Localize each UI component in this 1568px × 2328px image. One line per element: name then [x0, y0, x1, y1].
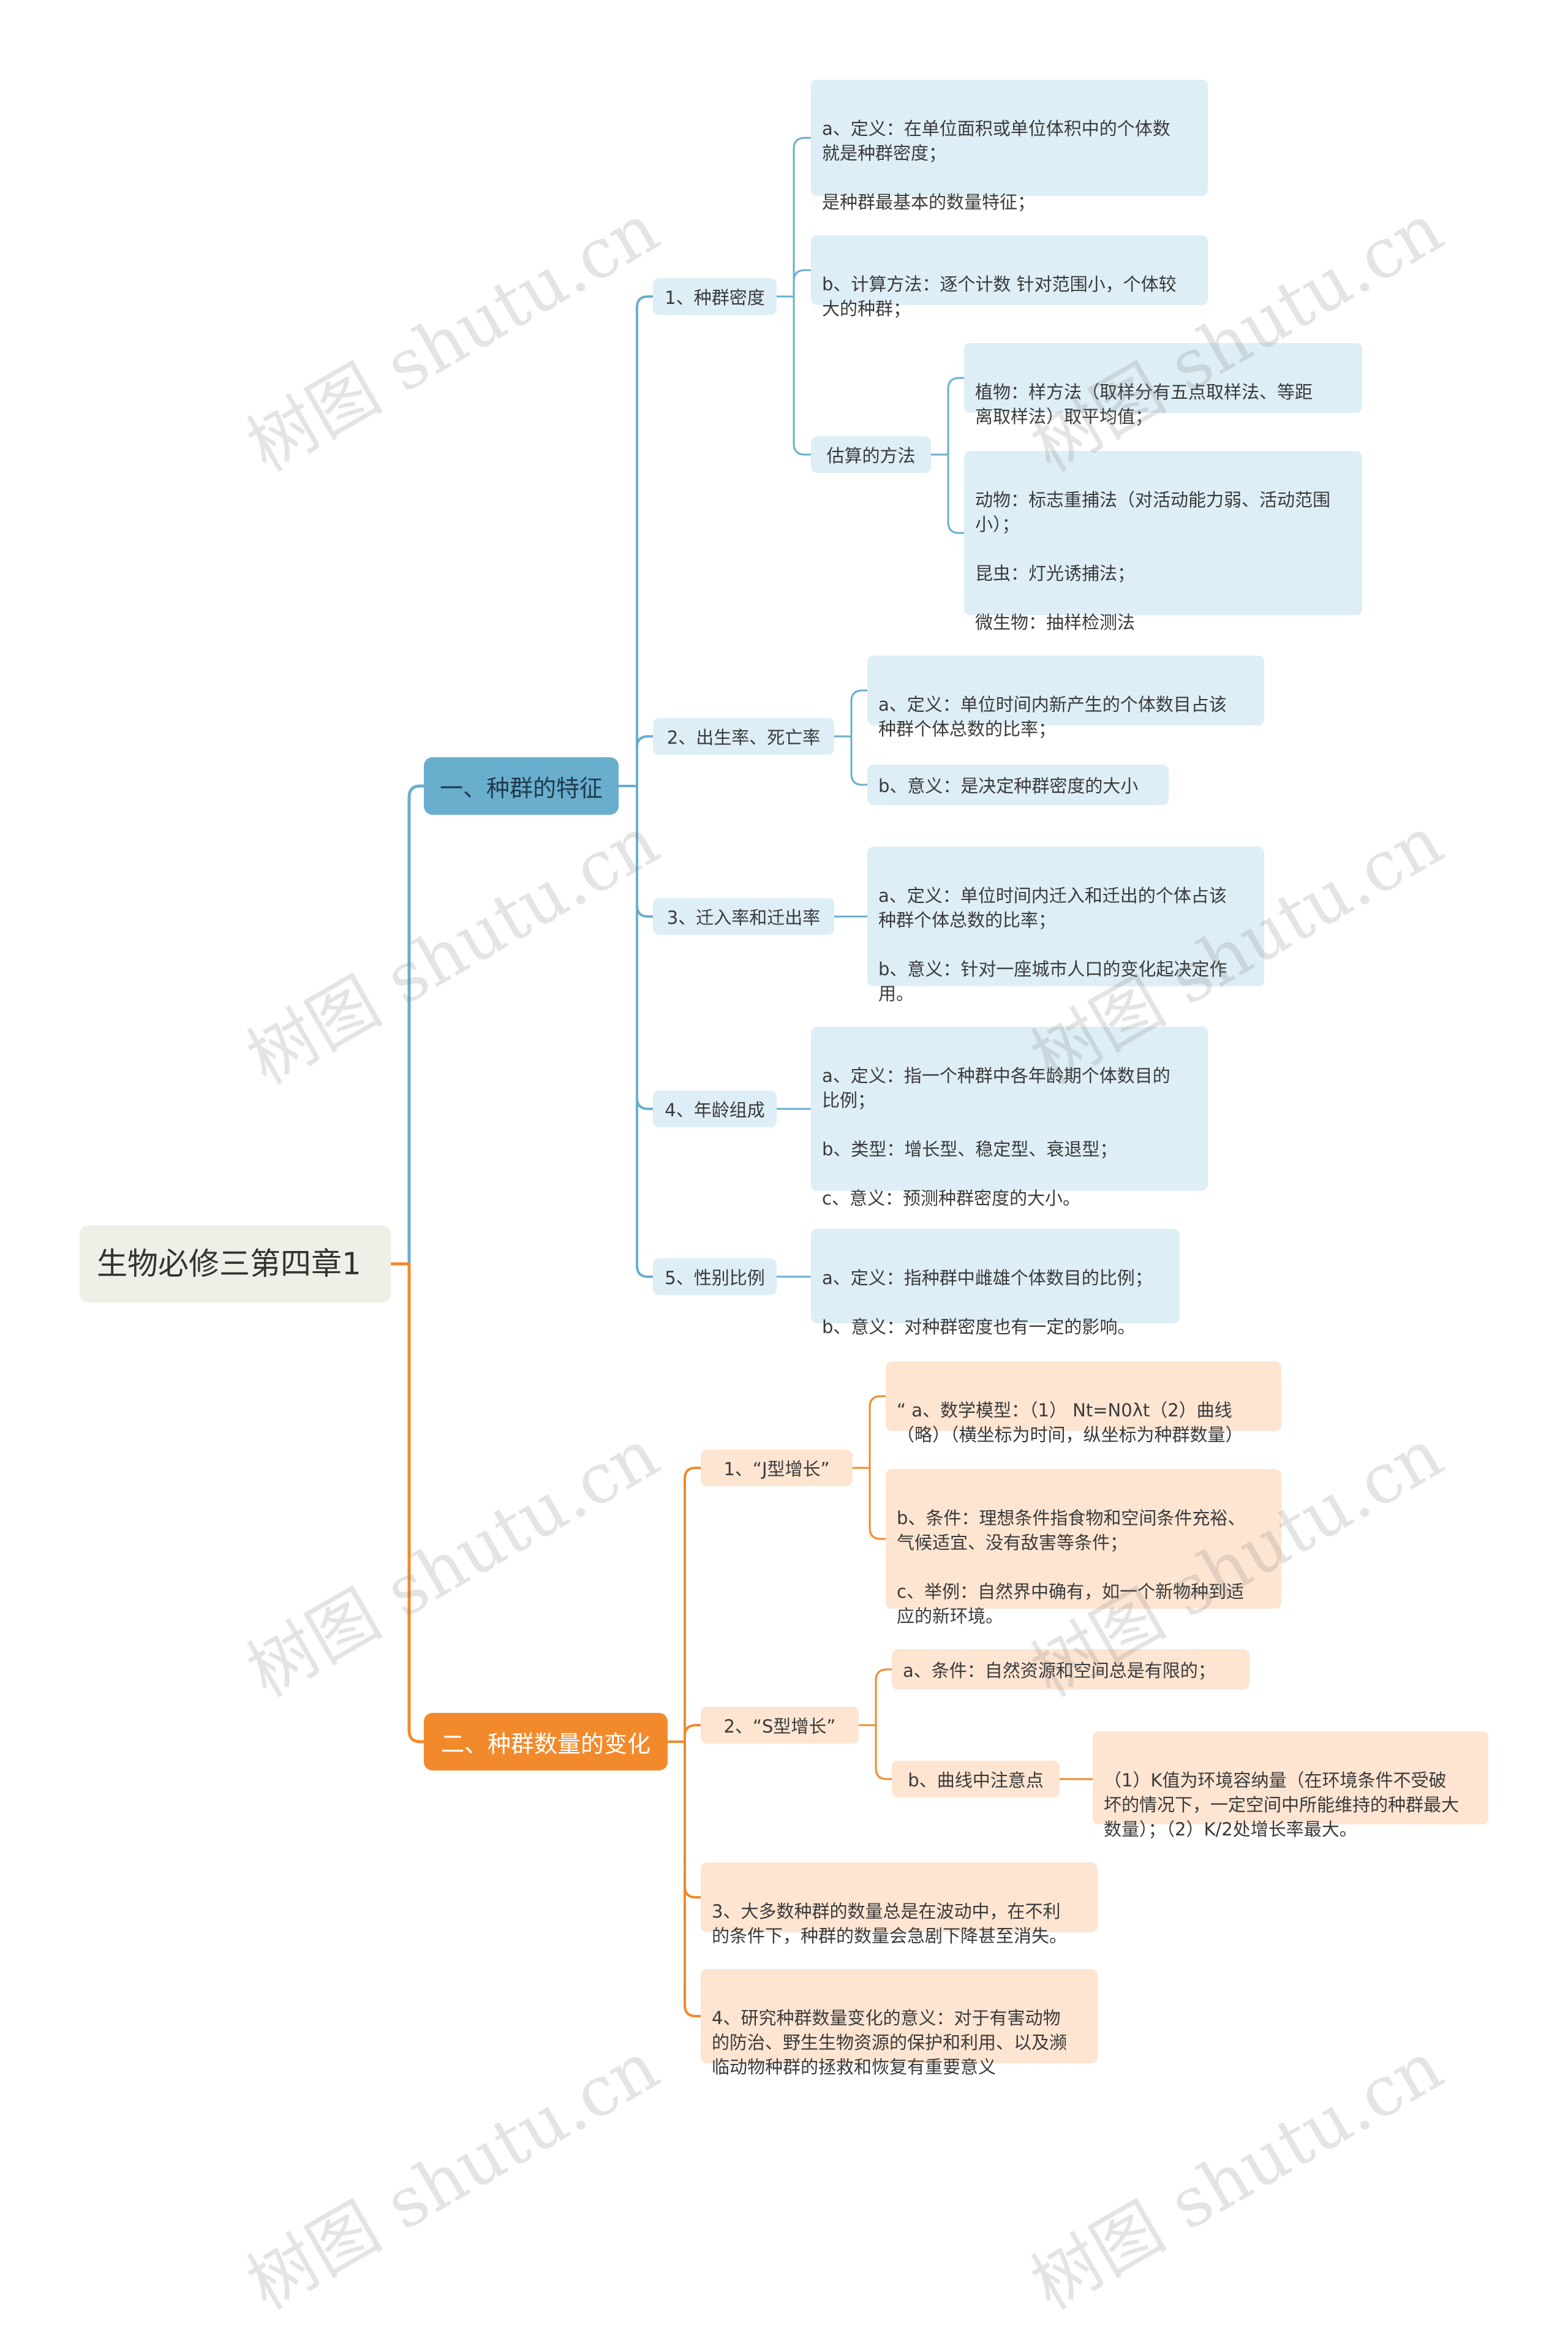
note-text: a、定义：单位时间内新产生的个体数目占该 种群个体总数的比率； — [878, 694, 1227, 739]
topic-s-growth[interactable]: 2、“S型增长” — [701, 1707, 859, 1744]
topic-j-growth[interactable]: 1、“J型增长” — [701, 1449, 853, 1486]
note-j-conditions[interactable]: b、条件：理想条件指食物和空间条件充裕、 气候适宜、没有敌害等条件； c、举例：… — [886, 1469, 1281, 1627]
topic-label: 5、性别比例 — [665, 1268, 765, 1288]
branch-population-characteristics[interactable]: 一、种群的特征 — [424, 757, 619, 815]
root-title: 生物必修三第四章1 — [97, 1245, 361, 1282]
branch-population-change[interactable]: 二、种群数量的变化 — [424, 1713, 668, 1771]
connector — [389, 784, 426, 1266]
topic-label: 1、种群密度 — [665, 287, 765, 308]
note-text: b、条件：理想条件指食物和空间条件充裕、 气候适宜、没有敌害等条件； c、举例：… — [897, 1508, 1246, 1627]
topic-estimation-methods[interactable]: 估算的方法 — [811, 436, 931, 473]
topic-label: 3、迁入率和迁出率 — [666, 907, 821, 928]
topic-migration-rate[interactable]: 3、迁入率和迁出率 — [653, 898, 834, 935]
note-text: 3、大多数种群的数量总是在波动中，在不利 的条件下，种群的数量会急剧下降甚至消失… — [712, 1901, 1068, 1946]
connector — [851, 1395, 887, 1540]
connector — [617, 295, 654, 1278]
note-text: a、条件：自然资源和空间总是有限的； — [903, 1660, 1216, 1681]
note-text: b、计算方法：逐个计数 针对范围小，个体较 大的种群； — [822, 274, 1177, 319]
connector — [930, 377, 965, 534]
topic-label: 估算的方法 — [826, 445, 916, 466]
branch-title: 一、种群的特征 — [439, 774, 603, 802]
note-text: a、定义：指一个种群中各年龄期个体数目的 比例； b、类型：增长型、稳定型、衰退… — [822, 1065, 1170, 1209]
connector — [833, 689, 869, 786]
branch-title: 二、种群数量的变化 — [440, 1730, 650, 1758]
note-animal-methods[interactable]: 动物：标志重捕法（对活动能力弱、活动范围 小）； 昆虫：灯光诱捕法； 微生物：抽… — [964, 451, 1362, 633]
topic-sex-ratio[interactable]: 5、性别比例 — [653, 1258, 777, 1295]
note-text: b、意义：是决定种群密度的大小 — [878, 776, 1139, 796]
note-birth-rate-meaning[interactable]: b、意义：是决定种群密度的大小 — [867, 765, 1169, 805]
note-fluctuation[interactable]: 3、大多数种群的数量总是在波动中，在不利 的条件下，种群的数量会急剧下降甚至消失… — [701, 1862, 1098, 1946]
topic-birth-death-rate[interactable]: 2、出生率、死亡率 — [653, 718, 834, 755]
note-text: a、定义：单位时间内迁入和迁出的个体占该 种群个体总数的比率； b、意义：针对一… — [878, 885, 1227, 1004]
note-text: 动物：标志重捕法（对活动能力弱、活动范围 小）； 昆虫：灯光诱捕法； 微生物：抽… — [975, 489, 1331, 633]
note-plant-quadrat[interactable]: 植物：样方法（取样分有五点取样法、等距 离取样法）取平均值； — [964, 343, 1362, 427]
note-text: （1）K值为环境容纳量（在环境条件不受破 坏的情况下，一定空间中所能维持的种群最… — [1104, 1770, 1460, 1840]
note-k-value[interactable]: （1）K值为环境容纳量（在环境条件不受破 坏的情况下，一定空间中所能维持的种群最… — [1093, 1731, 1488, 1840]
note-text: a、定义：在单位面积或单位体积中的个体数 就是种群密度； 是种群最基本的数量特征… — [822, 118, 1170, 213]
topic-label: 1、“J型增长” — [723, 1459, 830, 1480]
note-density-definition[interactable]: a、定义：在单位面积或单位体积中的个体数 就是种群密度； 是种群最基本的数量特征… — [811, 80, 1208, 213]
connector — [775, 137, 812, 456]
note-significance[interactable]: 4、研究种群数量变化的意义：对于有害动物 的防治、野生生物资源的保护和利用、以及… — [701, 1969, 1098, 2077]
topic-label: b、曲线中注意点 — [908, 1770, 1044, 1791]
note-s-condition[interactable]: a、条件：自然资源和空间总是有限的； — [892, 1649, 1250, 1690]
note-migration[interactable]: a、定义：单位时间内迁入和迁出的个体占该 种群个体总数的比率； b、意义：针对一… — [867, 847, 1264, 1004]
connector — [666, 1467, 702, 2017]
topic-label: 2、出生率、死亡率 — [666, 727, 821, 748]
note-sex-ratio[interactable]: a、定义：指种群中雌雄个体数目的比例； b、意义：对种群密度也有一定的影响。 — [811, 1229, 1180, 1337]
note-age-structure[interactable]: a、定义：指一个种群中各年龄期个体数目的 比例； b、类型：增长型、稳定型、衰退… — [811, 1027, 1208, 1209]
topic-label: 2、“S型增长” — [723, 1716, 836, 1737]
note-j-model[interactable]: “ a、数学模型：（1） Nt=N0λt（2）曲线 （略）（横坐标为时间，纵坐标… — [886, 1361, 1281, 1445]
note-text: “ a、数学模型：（1） Nt=N0λt（2）曲线 （略）（横坐标为时间，纵坐标… — [897, 1400, 1243, 1445]
topic-age-structure[interactable]: 4、年龄组成 — [653, 1090, 777, 1127]
root-topic[interactable]: 生物必修三第四章1 — [80, 1225, 391, 1302]
note-text: a、定义：指种群中雌雄个体数目的比例； b、意义：对种群密度也有一定的影响。 — [822, 1268, 1153, 1337]
note-birth-rate-definition[interactable]: a、定义：单位时间内新产生的个体数目占该 种群个体总数的比率； — [867, 656, 1264, 739]
topic-label: 4、年龄组成 — [665, 1100, 765, 1121]
note-density-counting[interactable]: b、计算方法：逐个计数 针对范围小，个体较 大的种群； — [811, 235, 1208, 319]
connector — [858, 1668, 893, 1780]
connector-lines — [389, 137, 1094, 2017]
connector — [389, 1262, 426, 1744]
note-text: 植物：样方法（取样分有五点取样法、等距 离取样法）取平均值； — [975, 382, 1313, 427]
topic-population-density[interactable]: 1、种群密度 — [653, 278, 777, 315]
note-text: 4、研究种群数量变化的意义：对于有害动物 的防治、野生生物资源的保护和利用、以及… — [712, 2008, 1068, 2077]
topic-curve-notes[interactable]: b、曲线中注意点 — [892, 1761, 1060, 1797]
